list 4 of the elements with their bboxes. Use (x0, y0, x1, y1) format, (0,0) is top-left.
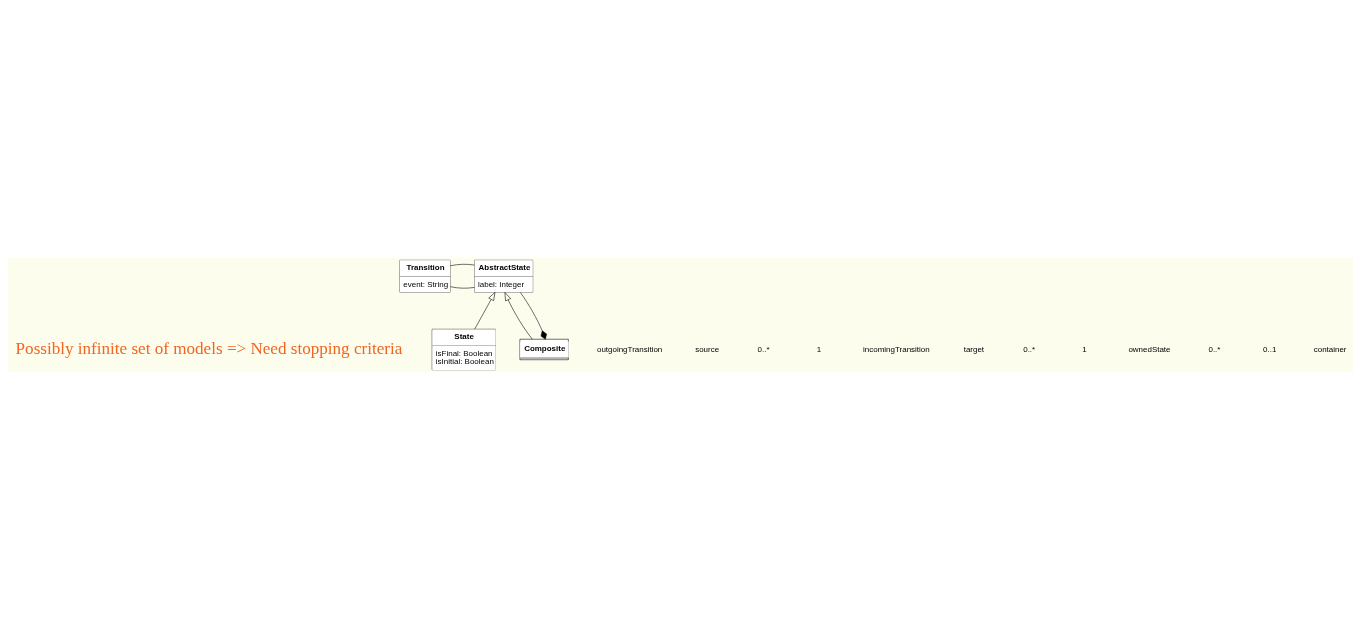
label: Possibly infinite set of models => Need stopping criteria (15, 338, 403, 358)
arrow (504, 291, 533, 339)
arrow (474, 291, 496, 329)
connector (520, 291, 547, 339)
